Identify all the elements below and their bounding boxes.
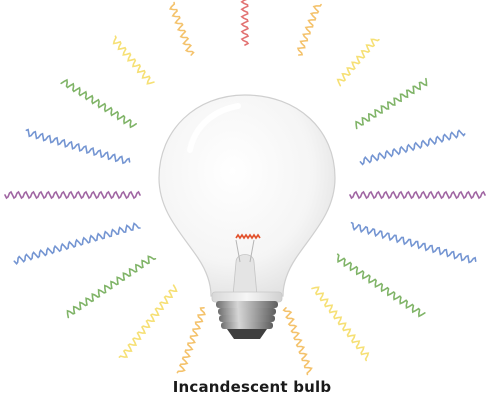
wave-blue xyxy=(360,131,464,165)
wave-green xyxy=(356,79,426,129)
wave-orange xyxy=(298,5,321,55)
wave-yellow xyxy=(119,285,176,357)
wave-purple xyxy=(5,192,140,198)
wave-green xyxy=(68,256,156,317)
wave-green xyxy=(61,80,136,127)
bulb-neck xyxy=(212,292,282,302)
light-bulb xyxy=(159,95,335,339)
wave-orange xyxy=(284,308,312,375)
screw-base xyxy=(216,301,278,339)
wave-blue xyxy=(26,130,129,164)
bulb-stem xyxy=(233,255,257,297)
wave-red xyxy=(242,0,248,45)
wave-purple xyxy=(350,192,485,198)
wave-yellow xyxy=(312,287,368,360)
wave-green xyxy=(338,254,425,316)
caption: Incandescent bulb xyxy=(0,378,504,396)
wave-blue xyxy=(352,223,476,263)
wave-orange xyxy=(170,3,193,55)
wave-yellow xyxy=(114,36,154,83)
wave-blue xyxy=(14,224,140,264)
wave-yellow xyxy=(338,39,379,85)
wave-orange xyxy=(177,308,204,373)
